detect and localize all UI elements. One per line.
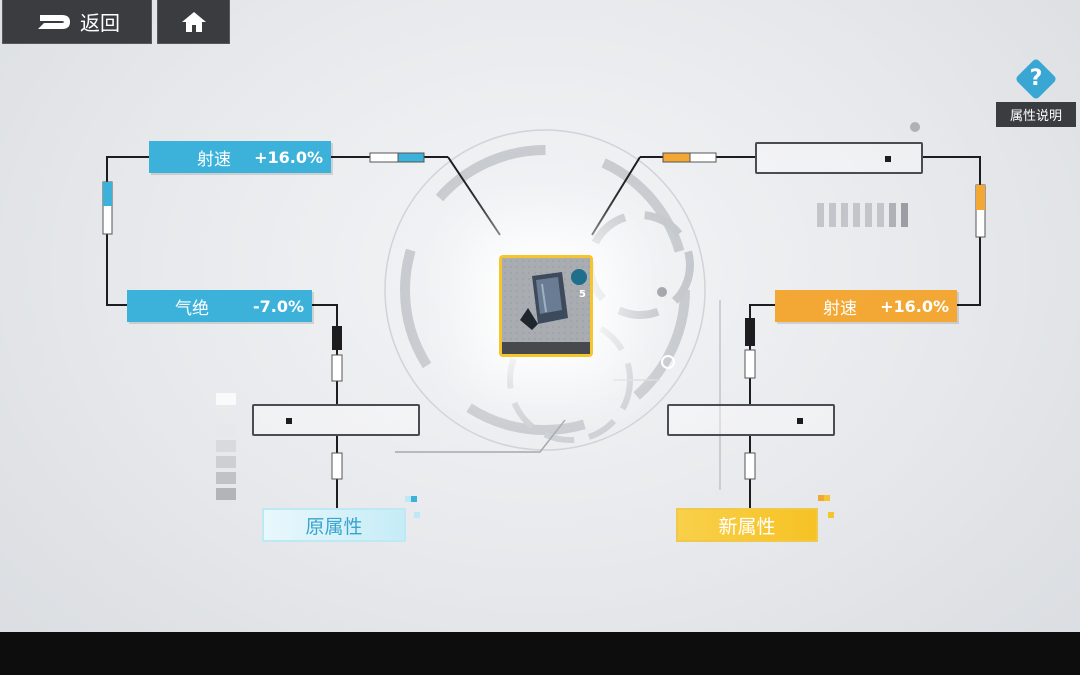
back-label: 返回 [80, 11, 120, 35]
new-attributes-tag: 新属性 [676, 508, 818, 542]
magazine-item-icon [520, 272, 568, 330]
item-card[interactable]: 5 [499, 255, 593, 357]
back-button[interactable]: 返回 [2, 0, 152, 44]
home-icon [181, 11, 206, 32]
original-empty-slot [252, 404, 420, 436]
back-arrow-icon [38, 14, 70, 29]
home-button[interactable] [157, 0, 230, 44]
new-empty-slot [667, 404, 835, 436]
new-empty-slot-top [755, 142, 923, 174]
original-stat-stun: 气绝 -7.0% [127, 290, 312, 322]
original-stat-fire-rate: 射速 +16.0% [149, 141, 331, 173]
original-attributes-tag: 原属性 [262, 508, 406, 542]
item-level: 5 [579, 289, 586, 300]
background-decor [102, 122, 986, 518]
help-label: 属性说明 [996, 102, 1076, 127]
badge-icon [571, 269, 587, 285]
attribute-help-button[interactable]: ? 属性说明 [996, 57, 1076, 127]
new-stat-fire-rate: 射速 +16.0% [775, 290, 957, 322]
bottom-bar [0, 632, 1080, 675]
